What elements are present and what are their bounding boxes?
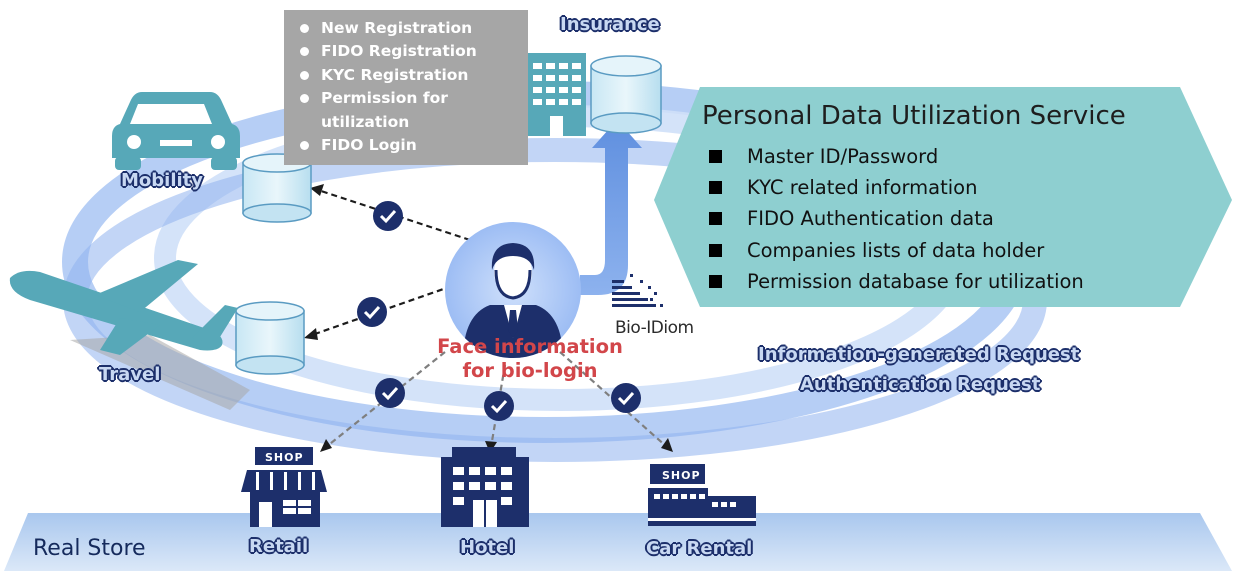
real-store-label: Real Store	[33, 536, 146, 561]
face-caption-line: for bio-login	[462, 359, 598, 382]
registration-steps-box: New Registration FIDO Registration KYC R…	[284, 10, 528, 165]
car-rental-label: Car Rental	[646, 538, 753, 559]
car-rental-shop-icon	[648, 464, 756, 526]
service-item: Companies lists of data holder	[706, 235, 1084, 266]
hotel-icon	[441, 447, 529, 527]
service-hexagon	[654, 87, 1232, 307]
shop-sign: SHOP	[662, 469, 701, 482]
database-icon	[235, 301, 305, 375]
check-icon	[375, 378, 405, 408]
registration-step: Permission for utilization	[300, 87, 451, 134]
request-label-auth: Authentication Request	[800, 374, 1041, 395]
bio-idiom-logo-icon	[612, 274, 663, 307]
service-title: Personal Data Utilization Service	[702, 101, 1126, 131]
real-store-floor	[4, 513, 1232, 571]
registration-step: FIDO Registration	[300, 40, 528, 63]
mobility-label: Mobility	[121, 170, 204, 191]
airplane-icon	[9, 260, 250, 410]
service-item-list: Master ID/Password KYC related informati…	[706, 141, 1084, 297]
car-icon	[112, 92, 240, 170]
shop-sign: SHOP	[265, 451, 304, 464]
request-label-info: Information-generated Request	[758, 344, 1080, 365]
retail-label: Retail	[249, 536, 309, 557]
registration-step: KYC Registration	[300, 64, 528, 87]
insurance-label: Insurance	[560, 14, 660, 35]
registration-step: New Registration	[300, 17, 528, 40]
service-item: KYC related information	[706, 172, 1084, 203]
check-icon	[611, 383, 641, 413]
bio-idiom-logo-text: Bio-IDiom	[615, 318, 694, 338]
service-item: FIDO Authentication data	[706, 203, 1084, 234]
retail-shop-icon	[241, 447, 327, 527]
check-icon	[373, 201, 403, 231]
service-item: Permission database for utilization	[706, 266, 1084, 297]
face-caption-line: Face information	[437, 335, 623, 358]
office-building-icon	[526, 53, 586, 136]
registration-step: FIDO Login	[300, 134, 528, 157]
check-icon	[484, 391, 514, 421]
face-caption: Face information for bio-login	[380, 335, 680, 383]
arrowheads	[304, 184, 673, 453]
user-avatar-icon	[445, 222, 581, 358]
check-icon	[357, 297, 387, 327]
database-icon	[590, 55, 662, 134]
database-icon	[242, 153, 312, 223]
service-item: Master ID/Password	[706, 141, 1084, 172]
hotel-label: Hotel	[460, 537, 515, 558]
upward-arrow	[580, 120, 642, 295]
travel-label: Travel	[99, 364, 161, 385]
